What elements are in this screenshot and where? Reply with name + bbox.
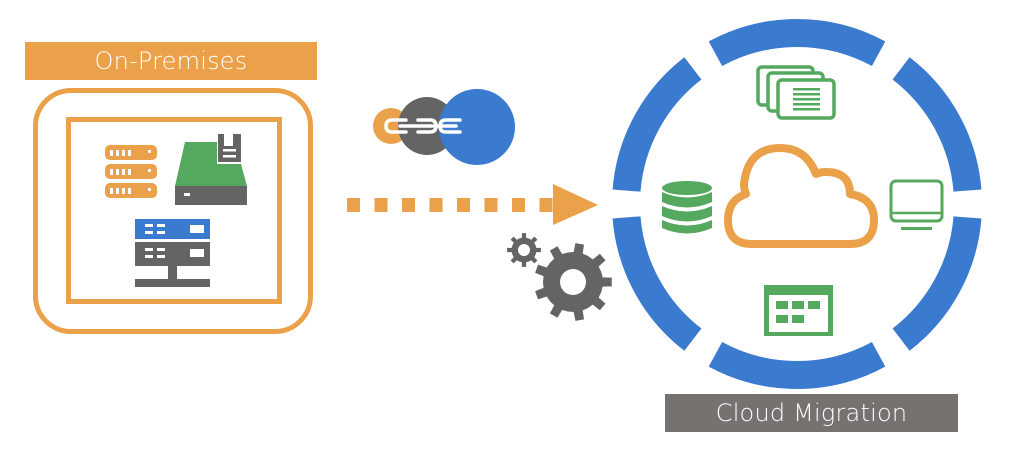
chain-link-icon [373, 89, 515, 165]
arrow-dash [539, 198, 553, 212]
arrow-dash [429, 198, 443, 212]
on-premises-outer-frame [33, 88, 313, 334]
ring-segment [612, 57, 702, 192]
hard-drive-backup-icon [175, 134, 247, 205]
large-gear-icon [535, 243, 612, 321]
database-icon [662, 181, 712, 234]
small-gear-icon [507, 233, 541, 267]
on-premises-label: On-Premises [25, 42, 317, 80]
arrow-dash [484, 198, 498, 212]
cloud-migration-label: Cloud Migration [665, 394, 958, 432]
server-rack-icon [105, 145, 157, 198]
app-grid-icon [764, 285, 833, 336]
ring-segment [892, 57, 982, 192]
gears-icon [507, 233, 612, 321]
cloud-icon [724, 144, 878, 248]
arrow-dash [374, 198, 388, 212]
ring-segment [892, 216, 982, 351]
arrow-dash [457, 198, 470, 212]
ring-segment [708, 19, 886, 67]
ring-segment [708, 341, 886, 389]
network-server-icon [135, 219, 210, 287]
monitor-icon [889, 179, 944, 230]
ring-segment [612, 216, 702, 351]
stacked-windows-icon [756, 65, 836, 120]
arrow-head [553, 184, 598, 225]
dotted-arrow-right-icon [347, 184, 598, 225]
on-premises-inner-frame [66, 117, 282, 304]
arrow-dash [512, 198, 525, 212]
arrow-dash [347, 198, 360, 212]
gear-hole [518, 244, 530, 256]
arrow-dash [402, 198, 415, 212]
gear-hole [560, 269, 586, 295]
